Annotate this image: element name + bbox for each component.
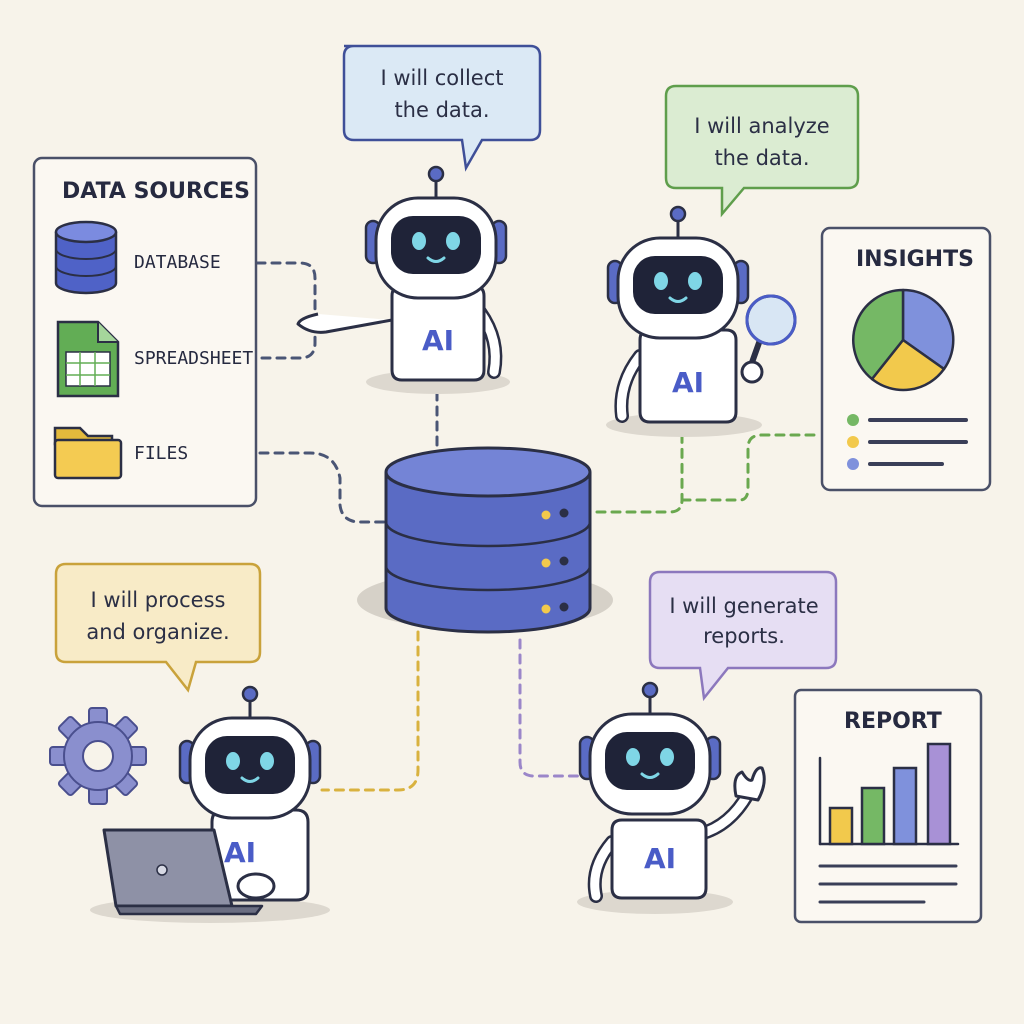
report-panel: REPORT bbox=[793, 688, 983, 924]
connector-database bbox=[240, 261, 317, 320]
robot-analyze-badge: AI bbox=[672, 366, 704, 399]
central-database-icon bbox=[357, 446, 613, 634]
robot-collect-badge: AI bbox=[422, 324, 454, 357]
laptop-icon bbox=[102, 828, 264, 916]
bar-chart-icon bbox=[818, 742, 960, 846]
source-label-spreadsheet: SPREADSHEET bbox=[134, 348, 253, 369]
source-label-files: FILES bbox=[134, 443, 188, 464]
connector-lines bbox=[240, 261, 822, 792]
connector-insights bbox=[680, 433, 822, 502]
data-sources-title: DATA SOURCES bbox=[62, 179, 250, 204]
bubble-report-line2: reports. bbox=[703, 624, 785, 648]
robot-report-badge: AI bbox=[644, 842, 676, 875]
source-label-database: DATABASE bbox=[134, 252, 221, 273]
bubble-analyze-line2: the data. bbox=[714, 146, 809, 170]
magnifier-icon bbox=[745, 294, 797, 371]
bubble-report: I will generate reports. bbox=[648, 570, 838, 702]
report-title: REPORT bbox=[844, 709, 942, 734]
database-icon bbox=[54, 220, 118, 295]
bubble-collect-line2: the data. bbox=[394, 98, 489, 122]
gear-icon bbox=[49, 707, 147, 805]
bubble-collect: I will collect the data. bbox=[342, 44, 542, 172]
bubble-process: I will process and organize. bbox=[54, 562, 262, 693]
bubble-report-line1: I will generate bbox=[669, 594, 818, 618]
report-text-lines bbox=[818, 864, 958, 904]
bubble-process-line2: and organize. bbox=[86, 620, 229, 644]
folder-icon bbox=[53, 426, 123, 480]
bubble-process-line1: I will process bbox=[91, 588, 226, 612]
connector-report bbox=[518, 638, 582, 778]
connector-files bbox=[243, 451, 394, 524]
spreadsheet-icon bbox=[56, 320, 120, 398]
bubble-analyze: I will analyze the data. bbox=[664, 84, 860, 218]
legend-lines bbox=[847, 414, 968, 470]
insights-title: INSIGHTS bbox=[856, 247, 974, 272]
data-sources-panel: DATA SOURCES DATABASE SPREADSHEET FILES bbox=[32, 156, 258, 508]
connector-analyze bbox=[595, 430, 684, 514]
robot-process-badge: AI bbox=[224, 836, 256, 869]
bubble-analyze-line1: I will analyze bbox=[694, 114, 829, 138]
insights-panel: INSIGHTS bbox=[820, 226, 992, 492]
pie-chart-icon bbox=[852, 288, 955, 392]
connector-process bbox=[320, 630, 420, 792]
connector-spreadsheet bbox=[260, 328, 317, 360]
robot-analyze: AI bbox=[606, 205, 797, 437]
bubble-collect-line1: I will collect bbox=[381, 66, 504, 90]
robot-process: AI bbox=[49, 685, 330, 923]
robot-collect: AI bbox=[296, 165, 510, 394]
robot-report: AI bbox=[577, 681, 766, 914]
